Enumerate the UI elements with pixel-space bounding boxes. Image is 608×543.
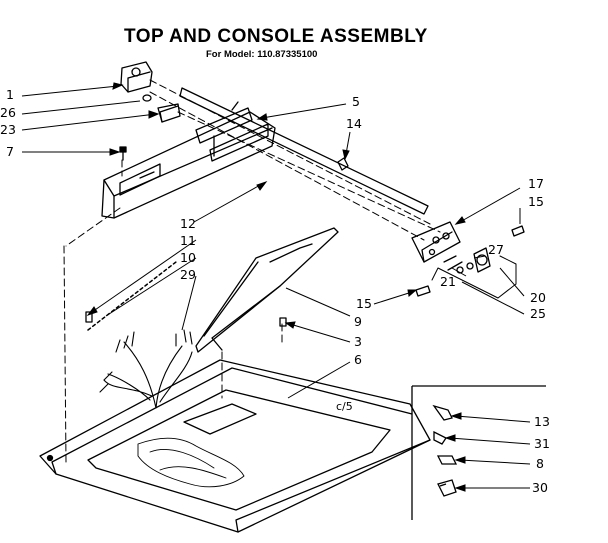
top-panel-part-6 xyxy=(39,359,431,533)
callout-8: 8 xyxy=(536,456,544,471)
timer-part-1 xyxy=(120,61,153,93)
callout-30: 30 xyxy=(532,480,548,495)
callout-23: 23 xyxy=(0,122,16,137)
callout-9: 9 xyxy=(354,314,362,329)
clip-part-14 xyxy=(337,157,349,171)
console-part-5 xyxy=(101,107,276,219)
diagram-title: TOP AND CONSOLE ASSEMBLY xyxy=(124,26,428,47)
callout-25: 25 xyxy=(530,306,546,321)
callout-29: 29 xyxy=(180,267,196,282)
nut-part-26 xyxy=(142,94,152,102)
control-block-part-17 xyxy=(411,221,491,274)
callout-31: 31 xyxy=(534,436,550,451)
callout-26: 26 xyxy=(0,105,16,120)
callout-7: 7 xyxy=(6,144,14,159)
callout-15-lower: 15 xyxy=(356,296,372,311)
wire-harness-part-29 xyxy=(99,329,193,409)
callout-3: 3 xyxy=(354,334,362,349)
callout-14: 14 xyxy=(346,116,362,131)
callout-15-upper: 15 xyxy=(528,194,544,209)
screw-part-3 xyxy=(279,317,287,327)
callout-11: 11 xyxy=(180,233,196,248)
harness-rail-10 xyxy=(87,261,177,331)
callout-27: 27 xyxy=(488,242,504,257)
callout-6: 6 xyxy=(354,352,362,367)
model-subtitle: For Model: 110.87335100 xyxy=(206,49,318,60)
bracket-part-23 xyxy=(157,103,181,123)
screw-part-15a xyxy=(511,225,525,237)
callout-17: 17 xyxy=(528,176,544,191)
deflector-part-9 xyxy=(195,227,339,353)
corner-mark: c/5 xyxy=(336,400,353,413)
callout-21: 21 xyxy=(440,274,456,289)
callout-12: 12 xyxy=(180,216,196,231)
screw-part-7 xyxy=(119,146,127,161)
screw-part-15b xyxy=(415,285,431,297)
callout-5: 5 xyxy=(352,94,360,109)
callout-10: 10 xyxy=(180,250,196,265)
callout-1: 1 xyxy=(6,87,14,102)
small-parts-inset xyxy=(411,385,546,520)
callout-13: 13 xyxy=(534,414,550,429)
callout-20: 20 xyxy=(530,290,546,305)
